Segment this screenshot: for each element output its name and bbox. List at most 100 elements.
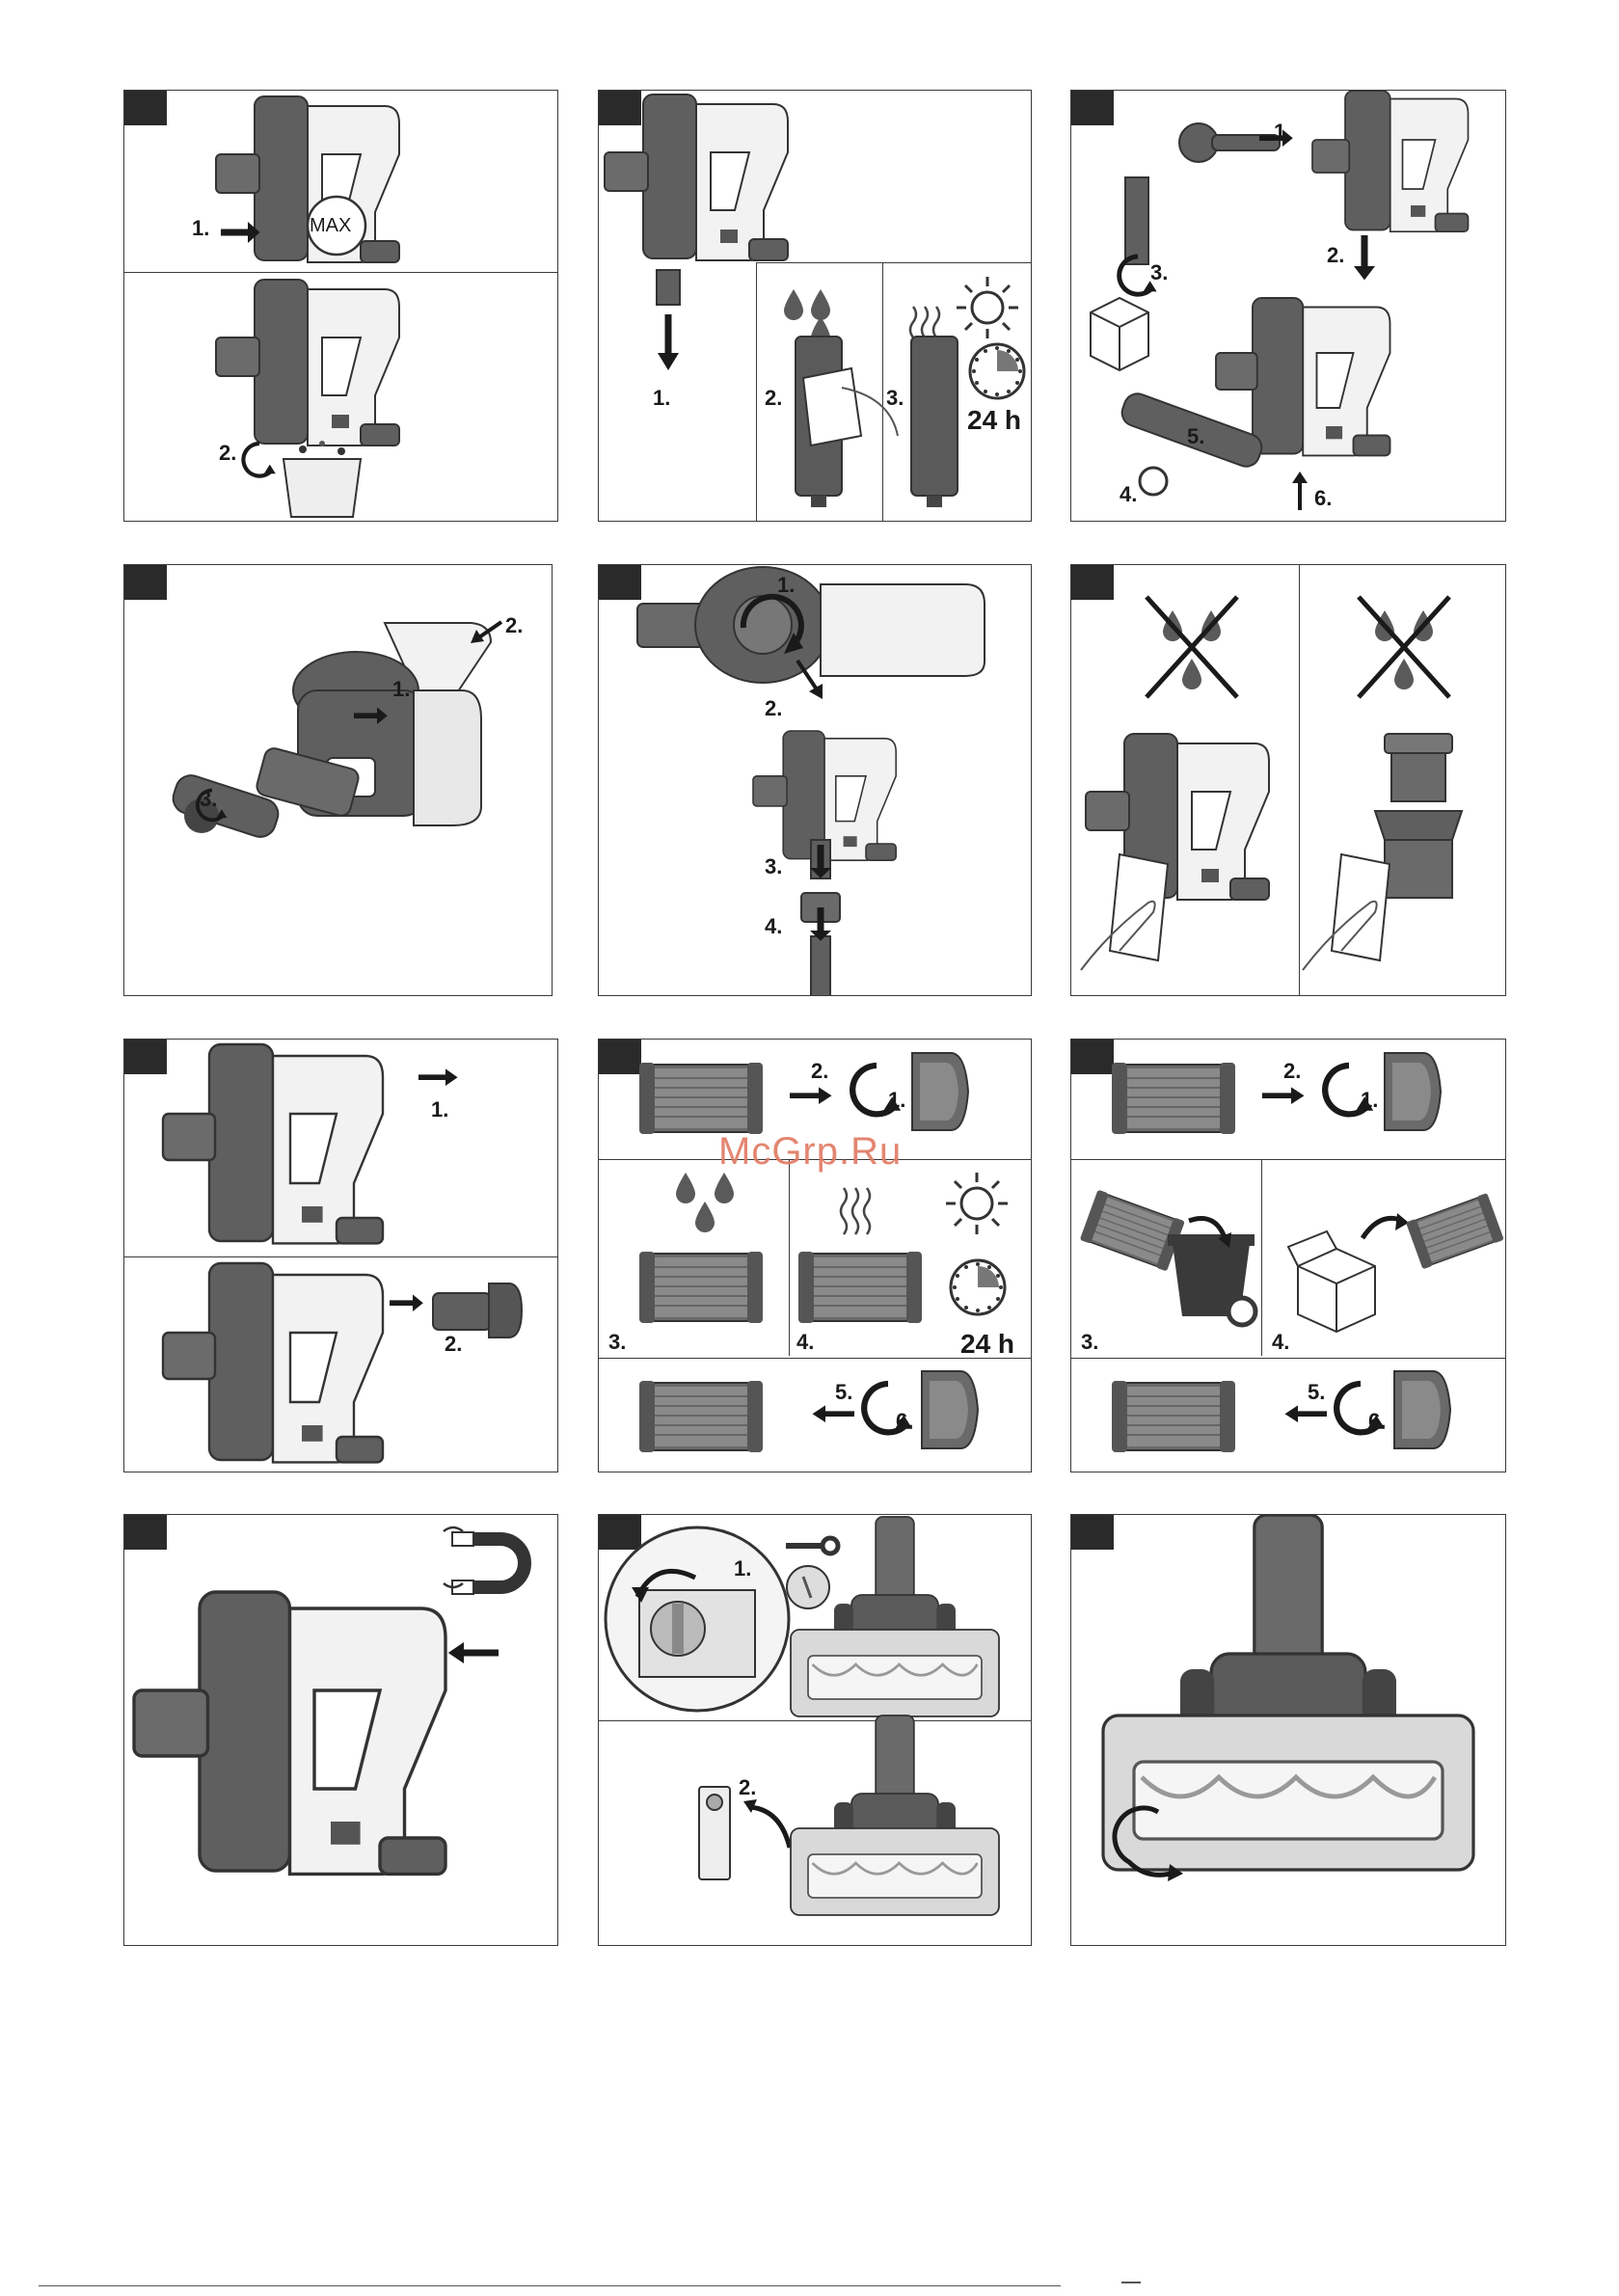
filter-cap-illustration — [922, 1369, 989, 1456]
clock-icon — [963, 338, 1031, 405]
figure-badge — [1071, 1040, 1114, 1074]
figure-10-panel — [123, 1514, 558, 1946]
arrow-right-icon — [418, 1067, 486, 1095]
duration-label: 24 h — [960, 1331, 1014, 1358]
step-label: 2. — [505, 615, 523, 636]
filter-illustration — [637, 1061, 772, 1138]
figure-2-panel: 1. 2. 3. 24 h — [598, 90, 1032, 522]
hand-cloth-icon — [1081, 845, 1197, 980]
figure-badge — [124, 1515, 167, 1550]
heat-icon — [840, 1184, 878, 1242]
tube-illustration — [649, 270, 688, 309]
panel-divider — [1071, 1159, 1505, 1160]
figure-1-panel: MAX 1. 2. — [123, 90, 558, 522]
vacuum-illustration — [163, 1263, 414, 1472]
filter-illustration — [1110, 1379, 1245, 1456]
figure-badge — [1071, 565, 1114, 600]
step-label: 3. — [608, 1332, 626, 1353]
step-label: 3. — [886, 388, 904, 409]
arrow-left-icon — [796, 1403, 864, 1432]
clock-icon — [944, 1254, 1012, 1321]
footer-rule — [39, 2285, 1061, 2286]
step-label: 1. — [777, 575, 795, 596]
figure-8-panel: 2. 1. 3. 4. 24 h 5. 6. — [598, 1039, 1032, 1472]
cover-plate-illustration — [695, 1787, 734, 1883]
vacuum-assembled-illustration — [1100, 298, 1418, 510]
figure-badge — [124, 1040, 167, 1074]
step-label: 4. — [1120, 484, 1137, 505]
curved-arrow-icon — [1187, 1211, 1235, 1250]
figure-4-panel: 2. 1. 3. — [123, 564, 553, 996]
step-label: 1. — [431, 1099, 448, 1121]
arrow-icon — [792, 657, 830, 705]
footer-mark — [1121, 2282, 1141, 2283]
no-water-icon — [1139, 589, 1245, 705]
filter-illustration — [1380, 1213, 1506, 1310]
step-label: 2. — [765, 698, 782, 719]
step-label: 3. — [1081, 1332, 1098, 1353]
step-label: 4. — [796, 1332, 814, 1353]
filter-tube-illustration — [905, 337, 963, 510]
step-label: 5. — [835, 1382, 852, 1403]
sun-icon — [954, 274, 1021, 341]
arrow-right-icon — [390, 1292, 447, 1321]
step-label: 2. — [811, 1061, 828, 1082]
step-label: 1. — [734, 1558, 751, 1580]
step-label: 3. — [765, 856, 782, 878]
filter-cap-illustration — [1394, 1369, 1462, 1456]
step-label: 2. — [739, 1777, 756, 1798]
step-label: 1. — [392, 679, 410, 700]
vacuum-illustration — [163, 1044, 414, 1256]
vacuum-perspective-illustration — [144, 613, 510, 903]
step-label: 1. — [1274, 122, 1291, 143]
arrow-down-icon — [1351, 235, 1380, 293]
arrow-right-icon — [790, 1085, 857, 1114]
magnifier-detail-illustration — [601, 1523, 813, 1715]
panel-divider — [1299, 565, 1300, 995]
figure-12-panel — [1070, 1514, 1506, 1946]
figure-9-panel: 2. 1. 3. 4. 5. 6. — [1070, 1039, 1506, 1472]
figure-11-panel: 1. 2. — [598, 1514, 1032, 1946]
filter-illustration — [1110, 1061, 1245, 1138]
figure-badge — [1071, 91, 1114, 125]
arrow-right-icon — [221, 219, 288, 248]
no-water-icon — [1351, 589, 1457, 705]
arrow-right-icon — [1262, 1085, 1330, 1114]
figure-badge — [599, 1040, 641, 1074]
arrow-down-icon — [655, 314, 684, 382]
figure-5-panel: 1. 2. 3. 4. — [598, 564, 1032, 996]
step-label: 2. — [1327, 245, 1344, 266]
panel-divider — [124, 1256, 557, 1257]
duration-label: 24 h — [967, 407, 1021, 434]
arrow-left-icon — [1269, 1403, 1336, 1432]
step-label: 6. — [1314, 488, 1332, 509]
arrow-down-icon — [807, 907, 836, 956]
rotate-arrow-icon — [628, 1558, 705, 1607]
floor-nozzle-illustration — [782, 1517, 1032, 1748]
step-label: 2. — [219, 443, 236, 464]
figure-badge — [124, 565, 167, 600]
vacuum-illustration — [605, 95, 797, 268]
max-label: MAX — [310, 216, 351, 235]
step-label: 6. — [1368, 1411, 1386, 1432]
arrow-up-icon — [1285, 472, 1314, 510]
step-label: 1. — [888, 1090, 905, 1111]
watermark: McGrp.Ru — [718, 1130, 902, 1174]
panel-divider — [124, 272, 557, 273]
curved-arrow-icon — [248, 438, 306, 496]
step-label: 2. — [765, 388, 782, 409]
filter-cap-illustration — [912, 1051, 980, 1138]
step-label: 5. — [1308, 1382, 1325, 1403]
step-label: 1. — [1361, 1090, 1378, 1111]
vacuum-illustration — [216, 280, 409, 453]
sun-icon — [938, 1165, 1015, 1242]
step-label: 6. — [896, 1411, 913, 1432]
step-label: 1. — [653, 388, 670, 409]
step-label: 4. — [1272, 1332, 1289, 1353]
figure-6-panel — [1070, 564, 1506, 996]
figure-3-panel: 1. 2. 3. 5. 4. 6. — [1070, 90, 1506, 522]
floor-nozzle-illustration — [782, 1715, 1032, 1946]
cloth-icon — [803, 368, 900, 455]
filter-illustration — [637, 1250, 772, 1327]
step-label: 2. — [445, 1334, 462, 1355]
